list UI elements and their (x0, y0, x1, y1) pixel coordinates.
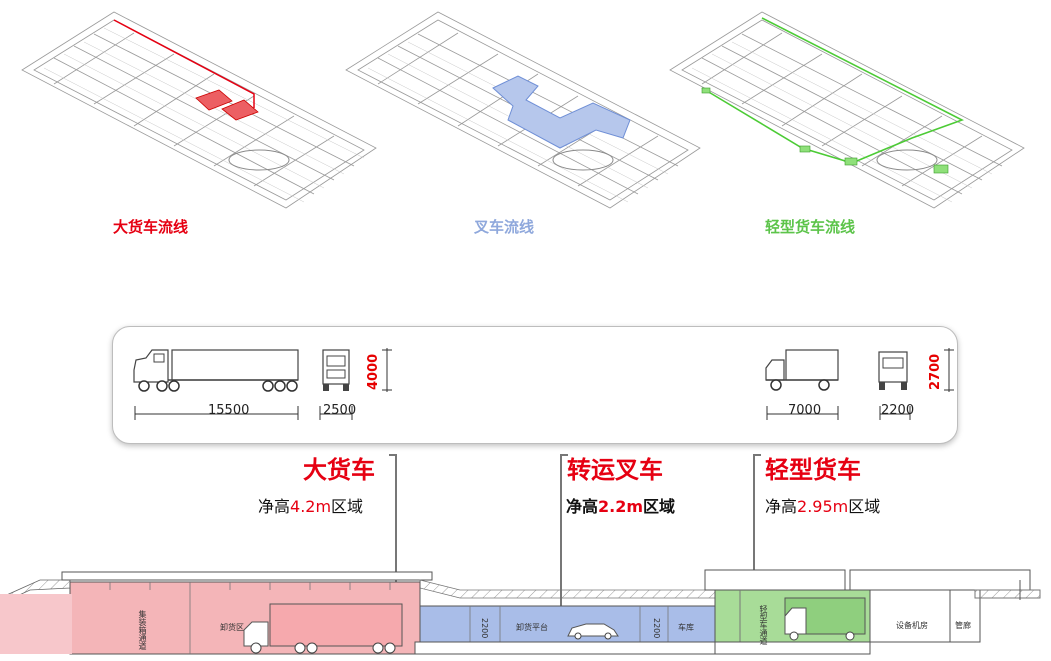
leader-heavy-top (389, 454, 397, 456)
category-light-value: 2.95m (797, 497, 849, 516)
category-light-suffix: 区域 (848, 497, 881, 516)
height-dim-light (944, 348, 954, 392)
category-forklift-sub: 净高2.2m区域 (566, 493, 675, 517)
plan-label-heavy: 大货车流线 (113, 218, 189, 236)
building-section (0, 569, 1041, 655)
category-forklift-value: 2.2m (598, 497, 644, 516)
truck-length-label: 15500 (208, 403, 250, 418)
section-dim-2200-a: 2200 (480, 618, 489, 639)
truck-width-label: 2500 (323, 403, 357, 418)
light-height-label: 2700 (928, 353, 943, 390)
leader-forklift (560, 454, 562, 616)
floor-plan-heavy-truck (14, 8, 384, 233)
plan-label-forklift: 叉车流线 (474, 218, 535, 236)
category-forklift-title: 转运叉车 (567, 456, 663, 484)
leader-light (753, 454, 755, 616)
section-room-b: 管廊 (955, 621, 971, 630)
heavy-truck-side-icon (133, 349, 299, 392)
category-forklift-suffix: 区域 (643, 497, 676, 516)
section-heavy-vert: 集装箱通道 (138, 610, 147, 650)
category-heavy-value: 4.2m (290, 497, 332, 516)
section-fork-label: 卸货平台 (516, 623, 548, 632)
section-heavy-label: 卸货区 (220, 623, 244, 632)
category-forklift-prefix: 净高 (566, 497, 599, 516)
light-length-label: 7000 (788, 403, 822, 418)
category-light-prefix: 净高 (765, 497, 798, 516)
category-light-sub: 净高2.95m区域 (765, 493, 880, 517)
category-heavy-suffix: 区域 (331, 497, 364, 516)
leader-heavy (395, 454, 397, 616)
light-width-label: 2200 (881, 403, 915, 418)
floor-plan-light-truck (662, 8, 1032, 233)
category-heavy-prefix: 净高 (258, 497, 291, 516)
light-truck-side-icon (765, 349, 839, 391)
heavy-truck-front-icon (322, 349, 350, 391)
vehicle-dimension-panel (112, 326, 958, 444)
length-dim-heavy (134, 406, 353, 420)
truck-height-label: 4000 (366, 353, 381, 390)
plan-label-light: 轻型货车流线 (765, 218, 856, 236)
height-dim-heavy (382, 348, 392, 392)
section-fork-right: 车库 (678, 623, 694, 632)
leader-forklift-top (560, 454, 568, 456)
length-dim-light (766, 406, 911, 420)
category-heavy-title: 大货车 (303, 456, 375, 484)
floor-plan-forklift (338, 8, 708, 233)
leader-light-top (753, 454, 761, 456)
category-heavy-sub: 净高4.2m区域 (258, 493, 363, 517)
section-dim-2200-b: 2200 (652, 618, 661, 639)
section-room-a: 设备机房 (896, 621, 928, 630)
category-light-title: 轻型货车 (765, 456, 861, 484)
light-truck-front-icon (878, 351, 908, 390)
section-light-vert: 轻型车通道 (759, 605, 768, 645)
